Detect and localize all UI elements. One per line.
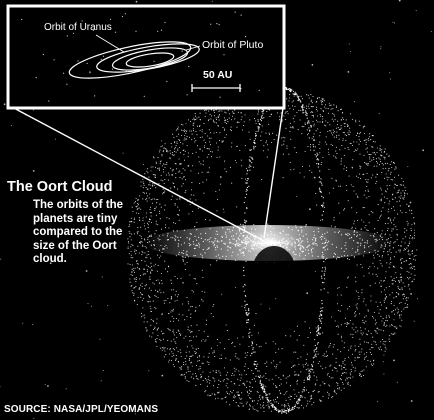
orbit-pluto xyxy=(68,41,192,79)
source-credit: SOURCE: NASA/JPL/YEOMANS xyxy=(4,404,159,415)
cutaway-core xyxy=(252,246,296,298)
callout-line-left xyxy=(9,105,263,241)
scale-bar-label: 50 AU xyxy=(203,69,233,81)
uranus-pointer xyxy=(95,34,125,53)
callout-line-right xyxy=(263,107,284,239)
orbit-uranus-label: Orbit of Uranus xyxy=(44,22,112,33)
orbit-uranus-inner xyxy=(125,52,175,68)
diagram-description: The orbits of the planets are tiny compa… xyxy=(33,199,124,265)
diagram-title: The Oort Cloud xyxy=(7,179,113,195)
orbit-pluto-label: Orbit of Pluto xyxy=(202,39,264,51)
sun-glow xyxy=(236,230,300,254)
scale-bar xyxy=(191,84,241,92)
inset-frame xyxy=(6,4,286,110)
pluto-pointer xyxy=(185,45,201,51)
inset-orbits xyxy=(68,41,200,79)
